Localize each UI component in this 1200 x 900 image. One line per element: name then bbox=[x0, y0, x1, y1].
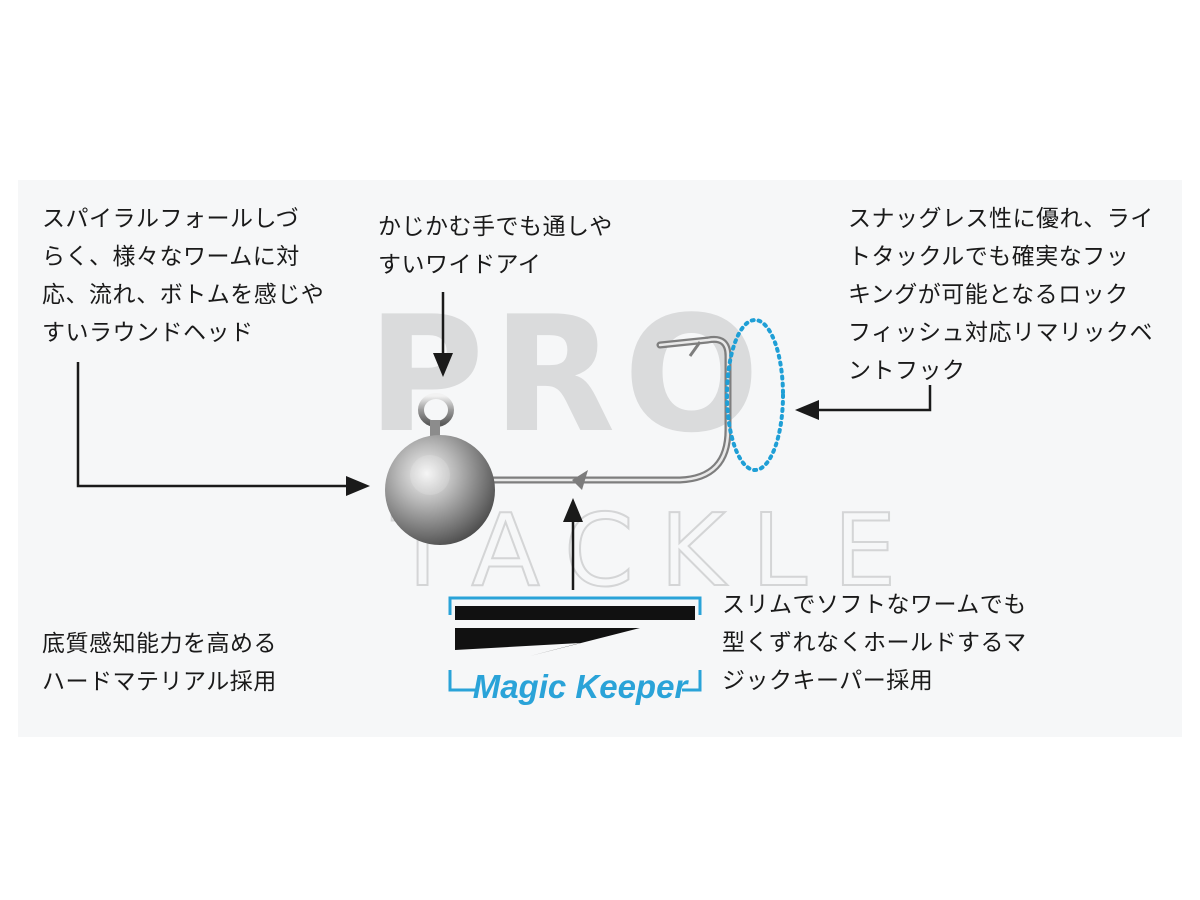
logo-frame-left bbox=[448, 670, 478, 692]
hard-material-note: 底質感知能力を高める ハードマテリアル採用 bbox=[42, 631, 277, 695]
logo-stripe bbox=[455, 606, 695, 620]
hook-wire-highlight bbox=[468, 338, 730, 482]
hook-connector bbox=[815, 385, 932, 412]
eye-stem bbox=[430, 420, 440, 436]
magic-keeper-logo: Magic Keeper bbox=[448, 596, 702, 705]
wide-eye-note: かじかむ手でも通しや すいワイドアイ bbox=[378, 214, 613, 278]
magic-keeper-note: スリムでソフトなワームでも 型くずれなくホールドするマ ジックキーパー採用 bbox=[722, 592, 1027, 694]
jig-head-icon bbox=[385, 335, 732, 545]
magic-keeper-label: Magic Keeper bbox=[473, 668, 690, 705]
arrowheads bbox=[346, 353, 819, 522]
round-head-note: スパイラルフォールしづ らく、様々なワームに対 応、流れ、ボトムを感じや すいラ… bbox=[42, 206, 325, 346]
round-head bbox=[385, 435, 495, 545]
hook-barb bbox=[688, 341, 702, 357]
head-connector bbox=[76, 362, 348, 488]
arrow-up-icon bbox=[563, 498, 583, 522]
logo-frame-right bbox=[682, 670, 702, 692]
arrow-left-icon bbox=[795, 400, 819, 420]
keeper-barb bbox=[572, 470, 588, 490]
hook-note: スナッグレス性に優れ、ライ トタックルでも確実なフッ キングが可能となるロック … bbox=[848, 206, 1154, 384]
hook-highlight-outline bbox=[725, 318, 785, 472]
content-panel bbox=[18, 180, 1182, 737]
round-head-shine bbox=[410, 455, 450, 495]
arrow-icon bbox=[76, 292, 932, 590]
logo-barb-shape bbox=[455, 628, 640, 656]
logo-frame-top bbox=[448, 596, 702, 615]
arrow-right-icon bbox=[346, 476, 370, 496]
arrow-down-icon bbox=[433, 353, 453, 377]
